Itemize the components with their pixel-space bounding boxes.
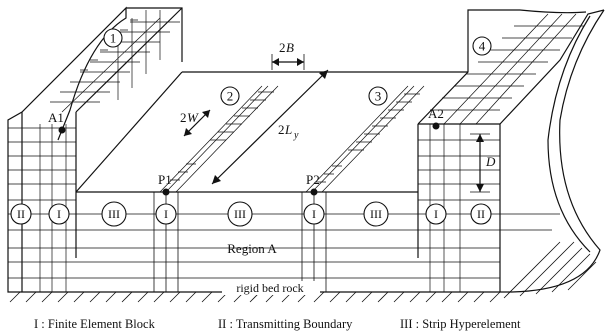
legend-transmitting-boundary: II : Transmitting Boundary — [218, 317, 353, 331]
legend-strip-hyperelement: III : Strip Hyperelement — [400, 317, 521, 331]
right-ridge-back-top — [519, 9, 587, 14]
block-iii-2: III — [227, 201, 253, 227]
svg-text:3: 3 — [375, 89, 382, 104]
zone-3-label: 3 — [368, 86, 388, 106]
svg-text:1: 1 — [110, 31, 117, 46]
svg-text:II: II — [477, 207, 485, 221]
block-ii-right: II — [470, 203, 492, 225]
zone-4-label: 4 — [472, 36, 492, 56]
svg-text:I: I — [312, 207, 316, 221]
dim-d-label: D — [485, 154, 496, 169]
point-p1-label: P1 — [158, 172, 172, 187]
svg-text:W: W — [187, 110, 199, 125]
block-iii-3: III — [363, 201, 389, 227]
front-face-bottom — [7, 260, 512, 293]
right-ridge-top-mesh — [430, 13, 584, 125]
svg-text:I: I — [57, 207, 61, 221]
point-a2-label: A2 — [428, 106, 444, 121]
svg-text:2: 2 — [279, 40, 286, 55]
zone-1-label: 1 — [103, 28, 123, 48]
svg-text:2: 2 — [227, 89, 234, 104]
dim-d-arrow — [470, 133, 490, 193]
right-ridge-side-curve — [511, 9, 605, 293]
svg-text:I: I — [434, 207, 438, 221]
point-p2-marker — [310, 188, 318, 196]
legend-finite-element: I : Finite Element Block — [34, 317, 156, 331]
svg-text:L: L — [284, 122, 292, 137]
svg-text:III: III — [108, 207, 120, 221]
svg-text:y: y — [293, 130, 299, 141]
point-a2-marker — [432, 122, 440, 130]
right-ridge-top-back — [499, 9, 605, 125]
dim-2w-arrow — [183, 109, 211, 137]
right-ridge-front-mesh — [418, 124, 500, 292]
block-i-3: I — [303, 203, 325, 225]
point-a1-label: A1 — [48, 110, 64, 125]
region-a-label: Region A — [227, 241, 277, 256]
zone-2-label: 2 — [220, 86, 240, 106]
bedrock-label-bg — [222, 281, 320, 295]
bedrock-hatching — [9, 241, 597, 303]
left-ridge-top-mesh — [50, 10, 180, 113]
point-p2-label: P2 — [306, 172, 320, 187]
svg-text:B: B — [286, 40, 294, 55]
svg-text:2: 2 — [180, 110, 187, 125]
svg-text:4: 4 — [479, 39, 486, 54]
block-iii-1: III — [101, 201, 127, 227]
svg-text:I: I — [164, 207, 168, 221]
left-ridge-back — [126, 7, 183, 62]
bedrock-label: rigid bed rock — [236, 281, 303, 295]
dim-2ly-label: 2 L y — [278, 122, 299, 141]
floor-left-diagonal — [75, 71, 183, 193]
right-ridge-side-inner — [547, 15, 591, 253]
block-i-2: I — [155, 203, 177, 225]
svg-text:III: III — [234, 207, 246, 221]
svg-text:2: 2 — [278, 122, 285, 137]
block-i-4: I — [425, 203, 447, 225]
point-a1-marker — [58, 126, 66, 134]
dim-2ly-arrow — [211, 69, 329, 185]
dim-2b-label: 2 B — [279, 40, 294, 55]
strip-2-mesh — [159, 85, 279, 193]
left-ridge-top-back — [75, 7, 183, 113]
svg-text:II: II — [17, 207, 25, 221]
strip-3-mesh — [305, 85, 425, 193]
block-ii-left: II — [10, 203, 32, 225]
dim-2b-arrow — [271, 54, 305, 70]
svg-text:III: III — [370, 207, 382, 221]
dim-2w-label: 2 W — [180, 110, 199, 125]
point-p1-marker — [162, 188, 170, 196]
block-i-1: I — [48, 203, 70, 225]
